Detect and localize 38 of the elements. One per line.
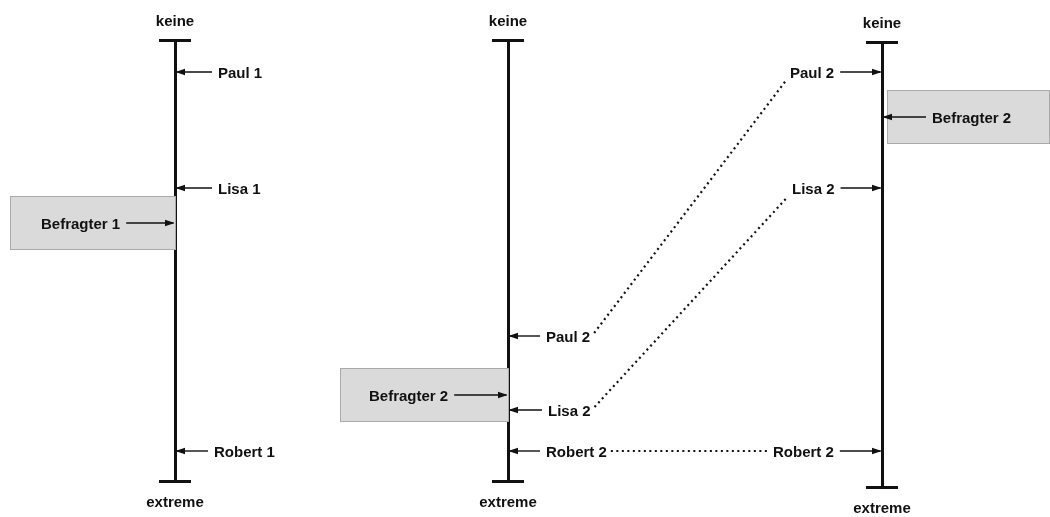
arrow (453, 391, 508, 399)
arrow (175, 447, 209, 455)
arrow (508, 406, 543, 414)
person-label: Lisa 1 (218, 179, 261, 197)
person-label: Robert 1 (214, 442, 275, 460)
respondent-label: Befragter 2 (932, 108, 1012, 126)
scale-top-label: keine (862, 13, 902, 31)
shaded-band (340, 368, 509, 422)
arrow (175, 184, 213, 192)
scale-bottom-label: extreme (146, 492, 204, 510)
dotted-line (610, 449, 769, 453)
dotted-line (593, 79, 787, 334)
arrow (839, 447, 882, 455)
scale-top-label: keine (155, 11, 195, 29)
shaded-band (887, 90, 1050, 144)
arrow (839, 184, 882, 192)
scale-line (880, 42, 884, 488)
person-label: Robert 2 (773, 442, 834, 460)
person-label: Paul 2 (546, 327, 591, 345)
scale-bottom-label: extreme (479, 492, 537, 510)
scale-line (173, 40, 177, 482)
person-label: Robert 2 (546, 442, 607, 460)
arrow (125, 219, 175, 227)
scale-top-label: keine (488, 11, 528, 29)
arrow (508, 447, 541, 455)
person-label: Lisa 2 (792, 179, 835, 197)
scale-line (506, 40, 510, 482)
scale-bottom-label: extreme (853, 498, 911, 516)
arrow (882, 113, 927, 121)
person-label: Paul 1 (218, 63, 263, 81)
arrow (839, 68, 882, 76)
respondent-label: Befragter 1 (41, 214, 121, 232)
arrow (508, 332, 541, 340)
person-label: Lisa 2 (548, 401, 591, 419)
arrow (175, 68, 213, 76)
shaded-band (10, 196, 176, 250)
respondent-label: Befragter 2 (369, 386, 449, 404)
person-label: Paul 2 (790, 63, 835, 81)
